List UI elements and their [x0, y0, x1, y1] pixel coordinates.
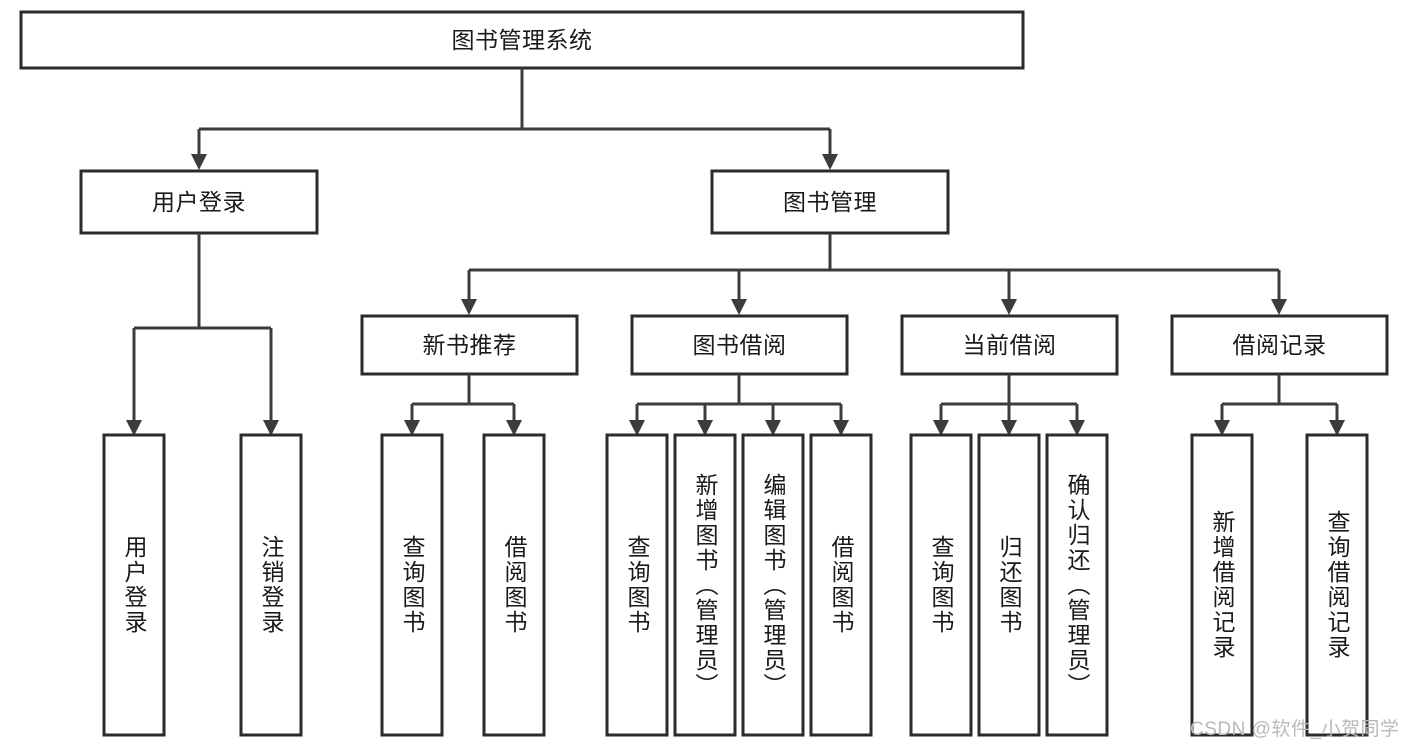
arrowhead-bb-leaf-1: [629, 420, 645, 436]
arrowhead-bb-leaf-2: [697, 420, 713, 436]
arrowhead-bb-leaf-3: [765, 420, 781, 436]
leaf-box-bb-edit-book[interactable]: [741, 433, 805, 737]
leaf-box-cb-return-book[interactable]: [977, 433, 1041, 737]
arrowhead-leaf-logout: [263, 420, 279, 436]
arrowhead-book-manage: [822, 154, 838, 170]
arrowhead-new-book: [461, 299, 477, 315]
arrowhead-br-leaf-1: [1214, 420, 1230, 436]
leaf-box-br-query-record[interactable]: [1305, 433, 1369, 737]
arrowhead-cb-leaf-1: [933, 420, 949, 436]
node-box-root[interactable]: [19, 10, 1025, 70]
arrowhead-cb-leaf-2: [1001, 420, 1017, 436]
arrowhead-bb-leaf-4: [833, 420, 849, 436]
connector-user-login-bus: [132, 233, 273, 424]
connector-root-bus: [199, 68, 830, 131]
leaf-box-nbr-query-book[interactable]: [380, 433, 444, 737]
arrowhead-leaf-user-login: [126, 420, 142, 436]
node-box-book-borrow[interactable]: [630, 314, 849, 376]
leaf-box-cb-query-book[interactable]: [909, 433, 973, 737]
connector-new-book-bus: [410, 374, 516, 424]
node-box-user-login[interactable]: [79, 169, 319, 235]
leaf-box-br-add-record[interactable]: [1190, 433, 1254, 737]
connector-borrow-record-bus: [1220, 374, 1339, 424]
connector-current-borrow-bus: [939, 374, 1079, 424]
leaf-box-bb-query-book[interactable]: [605, 433, 669, 737]
node-box-book-manage[interactable]: [710, 169, 950, 235]
arrowhead-br-leaf-2: [1329, 420, 1345, 436]
leaf-box-nbr-borrow-book[interactable]: [482, 433, 546, 737]
connector-book-manage-bus: [467, 233, 1281, 303]
leaf-box-bb-add-book[interactable]: [673, 433, 737, 737]
connector-book-borrow-bus: [635, 374, 843, 424]
arrowhead-user-login: [191, 154, 207, 170]
arrowhead-nbr-leaf-2: [506, 420, 522, 436]
arrowhead-current-borrow: [1001, 299, 1017, 315]
arrowhead-nbr-leaf-1: [404, 420, 420, 436]
arrowhead-borrow-record: [1271, 299, 1287, 315]
leaf-box-bb-borrow-book[interactable]: [809, 433, 873, 737]
node-box-borrow-record[interactable]: [1170, 314, 1389, 376]
leaf-box-cb-confirm-return[interactable]: [1045, 433, 1109, 737]
node-box-current-borrow[interactable]: [900, 314, 1119, 376]
arrowhead-cb-leaf-3: [1069, 420, 1085, 436]
leaf-box-logout[interactable]: [239, 433, 303, 737]
arrowhead-book-borrow: [731, 299, 747, 315]
node-box-new-book-recommend[interactable]: [360, 314, 579, 376]
leaf-box-user-login[interactable]: [102, 433, 166, 737]
